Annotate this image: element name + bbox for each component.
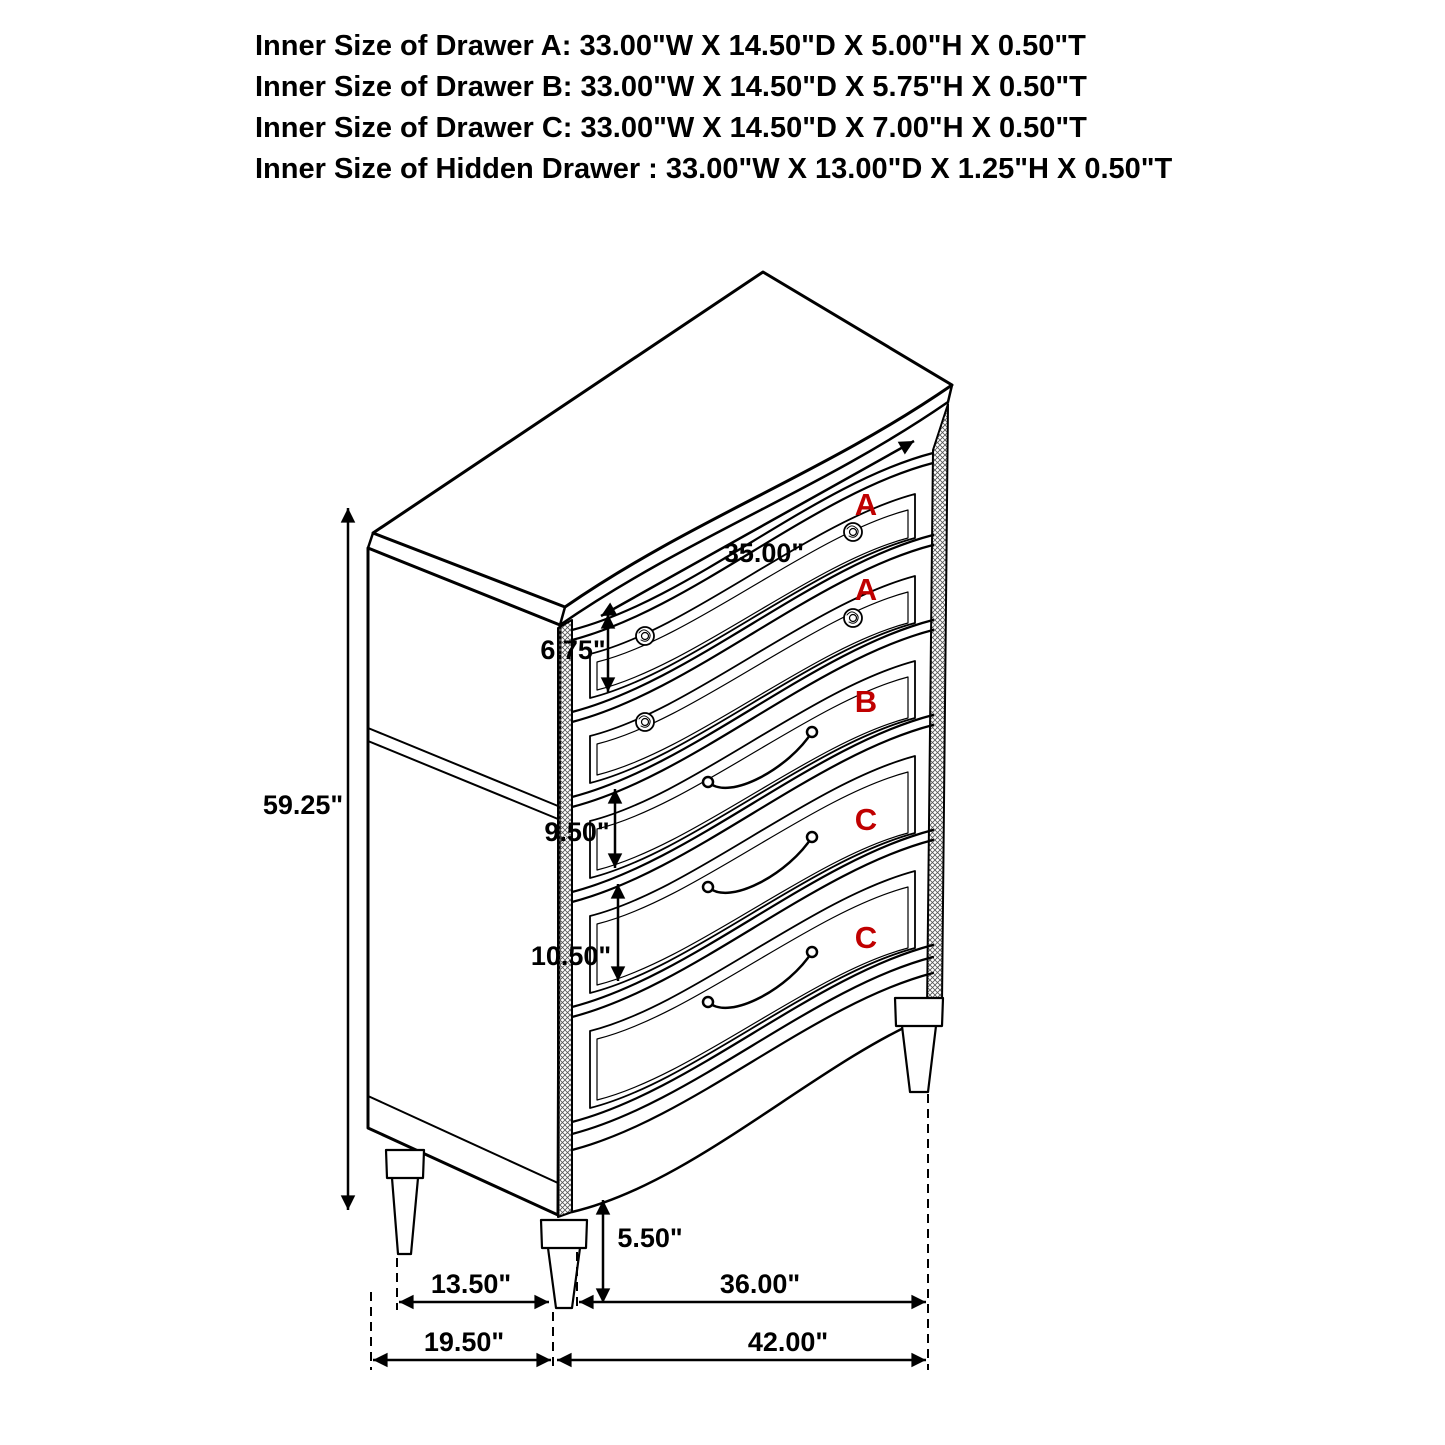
handle-post-icon bbox=[805, 945, 819, 959]
chest-apron bbox=[570, 1016, 927, 1214]
handle-post-icon bbox=[805, 725, 819, 739]
knob-icon bbox=[843, 522, 863, 542]
spec-line-drawer-c: Inner Size of Drawer C: 33.00"W X 14.50"… bbox=[255, 112, 1087, 144]
dimension-labels: 59.25" 35.00" 6.75" 9.50" 10.50" 5.50" 1… bbox=[263, 538, 828, 1357]
dim-overall-width-label: 42.00" bbox=[748, 1327, 828, 1357]
dim-drawer-a-label: 6.75" bbox=[540, 635, 605, 665]
drawer-label-a2: A bbox=[855, 572, 877, 607]
dim-overall-depth-label: 19.50" bbox=[424, 1327, 504, 1357]
spec-line-drawer-a: Inner Size of Drawer A: 33.00"W X 14.50"… bbox=[255, 30, 1086, 62]
knob-icon bbox=[635, 712, 655, 732]
projection-lines bbox=[370, 1094, 929, 1370]
bail-handles bbox=[701, 725, 819, 1009]
chest-side-panel bbox=[366, 546, 562, 1217]
handle-post-icon bbox=[805, 830, 819, 844]
dim-leg-height-label: 5.50" bbox=[617, 1223, 682, 1253]
chest-side-moldings bbox=[367, 727, 559, 1184]
handle-post-icon bbox=[701, 995, 715, 1009]
drawer-panels-outer-bead bbox=[589, 493, 916, 1109]
front-right-pilaster bbox=[926, 403, 949, 1011]
dim-top-width-label: 35.00" bbox=[724, 538, 804, 568]
drawer-label-a1: A bbox=[855, 487, 877, 522]
knob-icon bbox=[843, 608, 863, 628]
drawer-label-c1: C bbox=[855, 802, 877, 837]
chest-drawing bbox=[366, 270, 954, 1310]
handle-post-icon bbox=[701, 880, 715, 894]
chest-legs bbox=[384, 996, 945, 1310]
spec-text-block: Inner Size of Drawer A: 33.00"W X 14.50"… bbox=[255, 26, 1172, 190]
bail-handle-icon bbox=[706, 730, 814, 789]
drawer-label-c2: C bbox=[855, 920, 877, 955]
spec-line-hidden-drawer: Inner Size of Hidden Drawer : 33.00"W X … bbox=[255, 153, 1173, 185]
bail-handle-icon bbox=[706, 835, 814, 894]
dim-top-width-arrow bbox=[600, 439, 915, 618]
dim-drawer-c-label: 10.50" bbox=[531, 941, 611, 971]
drawer-letters: A A B C C bbox=[855, 487, 877, 955]
handle-post-icon bbox=[701, 775, 715, 789]
dimension-annotations bbox=[340, 439, 929, 1370]
dim-front-leg-span-label: 36.00" bbox=[720, 1269, 800, 1299]
knob-icon bbox=[635, 626, 655, 646]
dim-overall-height-label: 59.25" bbox=[263, 790, 343, 820]
front-left-pilaster bbox=[557, 619, 573, 1218]
dim-leg-inset-depth-label: 13.50" bbox=[431, 1269, 511, 1299]
spec-line-drawer-b: Inner Size of Drawer B: 33.00"W X 14.50"… bbox=[255, 71, 1087, 103]
dim-drawer-b-label: 9.50" bbox=[544, 817, 609, 847]
drawer-label-b: B bbox=[855, 684, 877, 719]
bail-handle-icon bbox=[706, 950, 814, 1009]
